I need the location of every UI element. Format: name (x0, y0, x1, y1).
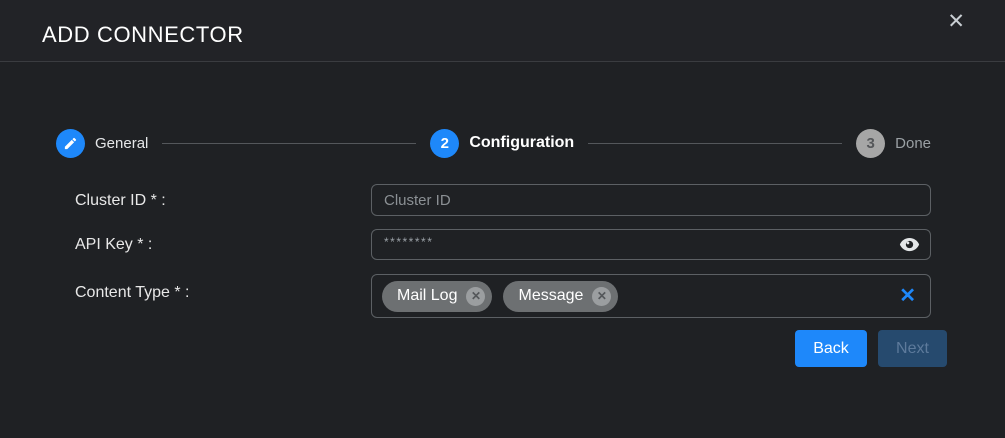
stepper-connector (162, 142, 417, 144)
step-general-label: General (95, 134, 149, 152)
step-configuration[interactable]: 2 Configuration (430, 128, 575, 158)
pencil-icon (56, 128, 85, 158)
tag-remove-icon[interactable]: ✕ (592, 286, 612, 306)
dialog-header: ADD CONNECTOR ✕ (0, 0, 1005, 62)
close-icon[interactable]: ✕ (947, 10, 965, 33)
tag-label: Mail Log (397, 287, 458, 304)
step-3-badge: 3 (856, 128, 886, 158)
cluster-id-input[interactable] (371, 184, 931, 216)
stepper-connector (588, 142, 843, 144)
tag-mail-log: Mail Log ✕ (382, 280, 493, 312)
step-2-badge: 2 (430, 128, 460, 158)
api-key-masked-value: ******** (384, 235, 434, 249)
tag-message: Message ✕ (503, 280, 619, 312)
back-button[interactable]: Back (795, 330, 867, 367)
dialog-title: ADD CONNECTOR (42, 22, 244, 47)
wizard-stepper: General 2 Configuration 3 Done (56, 128, 931, 158)
api-key-label: API Key * : (75, 236, 153, 253)
api-key-input[interactable]: ******** (371, 229, 931, 260)
tag-remove-icon[interactable]: ✕ (466, 286, 486, 306)
step-configuration-label: Configuration (469, 134, 575, 151)
tag-label: Message (518, 287, 584, 304)
content-type-label: Content Type * : (75, 284, 190, 301)
eye-icon[interactable] (899, 237, 920, 252)
cluster-id-label: Cluster ID * : (75, 192, 166, 209)
next-button[interactable]: Next (878, 330, 947, 367)
step-done-label: Done (895, 134, 932, 152)
step-done: 3 Done (856, 128, 932, 158)
clear-all-icon[interactable]: ✕ (899, 285, 916, 307)
content-type-input[interactable]: Mail Log ✕ Message ✕ ✕ (371, 274, 931, 318)
step-general[interactable]: General (56, 128, 149, 158)
